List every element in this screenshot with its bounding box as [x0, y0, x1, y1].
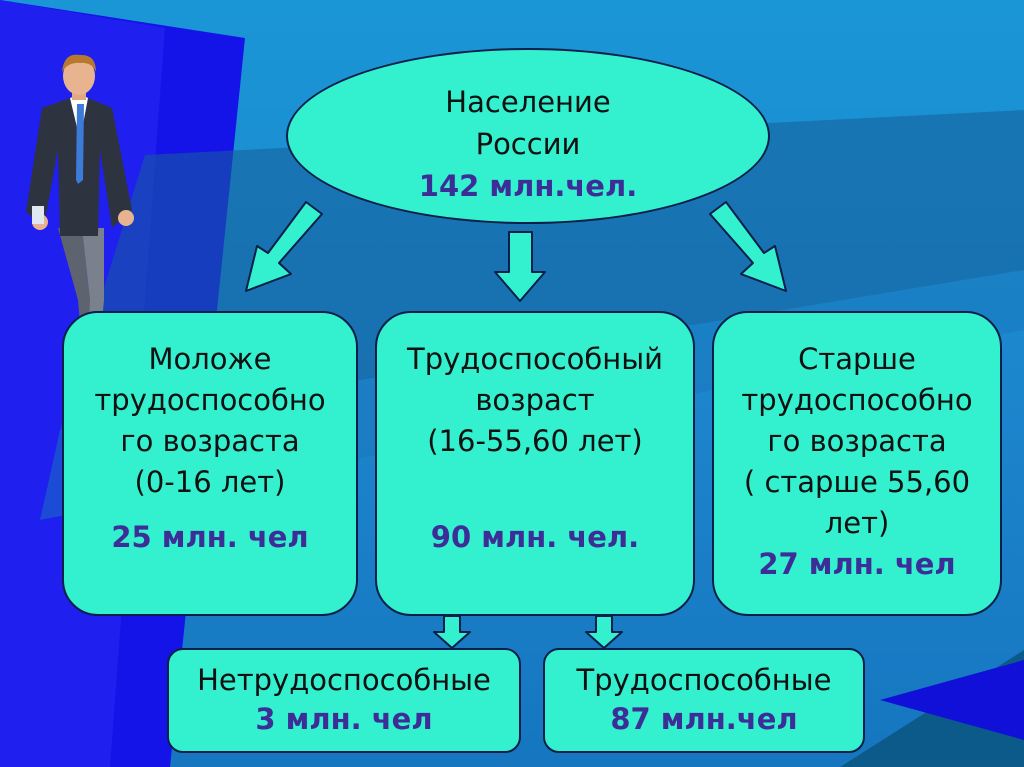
group-value: 25 млн. чел [111, 520, 309, 554]
arrow-left [245, 201, 323, 292]
arrow-center [494, 231, 546, 302]
root-title: Население России [445, 85, 611, 161]
arrow-sub-left [433, 615, 471, 649]
corner-triangle-blue [880, 660, 1024, 740]
sub-value: 3 млн. чел [255, 702, 433, 736]
arrow-right [709, 201, 787, 292]
root-value: 142 млн.чел. [418, 169, 638, 203]
sub-box-nonworking: Нетрудоспособные 3 млн. чел [167, 648, 521, 753]
group-value: 90 млн. чел. [430, 520, 640, 554]
group-value: 27 млн. чел [758, 547, 956, 581]
group-box-older: Старше трудоспособно го возраста ( старш… [712, 311, 1002, 616]
sub-value: 87 млн.чел [610, 702, 798, 736]
group-box-working-age: Трудоспособный возраст (16-55,60 лет) 90… [375, 311, 695, 616]
arrow-sub-right [585, 615, 623, 649]
root-node-population: Население России 142 млн.чел. [286, 48, 770, 224]
sub-title: Трудоспособные [576, 663, 832, 697]
sub-title: Нетрудоспособные [197, 663, 491, 697]
group-title: Моложе трудоспособно го возраста (0-16 л… [94, 342, 326, 499]
group-title: Трудоспособный возраст (16-55,60 лет) [406, 342, 663, 458]
sub-box-working: Трудоспособные 87 млн.чел [543, 648, 865, 753]
group-box-young: Моложе трудоспособно го возраста (0-16 л… [62, 311, 358, 616]
group-title: Старше трудоспособно го возраста ( старш… [741, 342, 973, 540]
